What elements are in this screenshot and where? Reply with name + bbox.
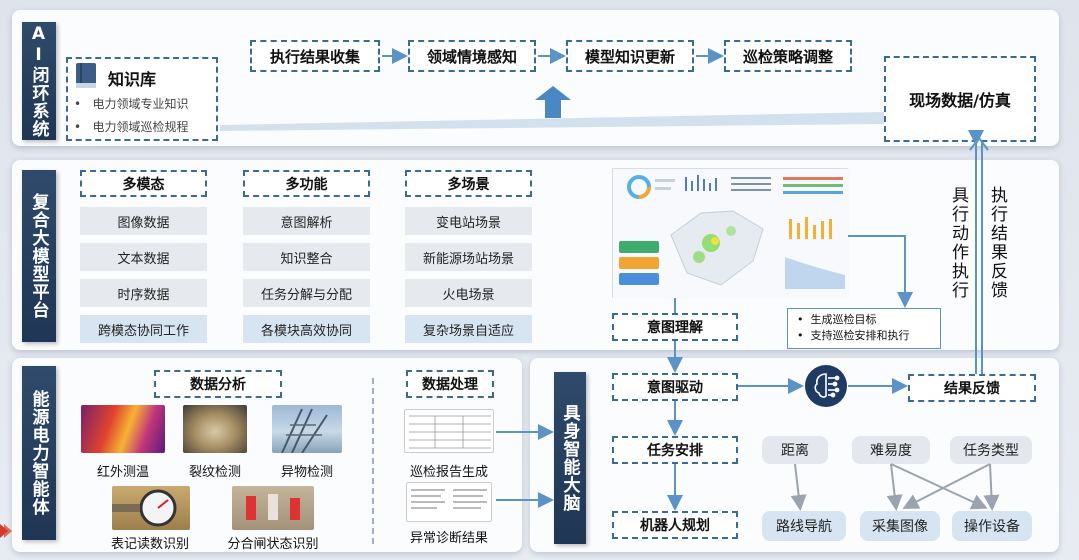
- knowledge-item-2: • 电力领域巡检规程: [74, 120, 189, 134]
- loop-step-update: 模型知识更新: [566, 40, 694, 72]
- execution-feedback-label: 执行结果反馈: [987, 186, 1007, 300]
- execute-action-label: 具行动作执行: [948, 186, 968, 300]
- platform-col3-title: 多场景: [405, 170, 532, 197]
- platform-col2-item2: 知识整合: [243, 243, 370, 271]
- chevron-right-icon: [0, 520, 12, 542]
- goal-item-1-text: 生成巡检目标: [810, 313, 877, 326]
- crack-image: [183, 405, 247, 453]
- field-data-box: 现场数据/仿真: [884, 56, 1036, 142]
- task-plan-box: 任务安排: [612, 436, 738, 464]
- platform-col2-title: 多功能: [243, 170, 370, 197]
- goal-item-2-text: 支持巡检安排和执行: [810, 329, 910, 342]
- report-image: [404, 409, 494, 453]
- goal-item-1: • 生成巡检目标: [797, 313, 877, 326]
- data-processing-title: 数据处理: [406, 370, 494, 398]
- ai-loop-label: AI闭环系统: [22, 22, 56, 140]
- knowledge-item-1-text: 电力领域专业知识: [92, 97, 189, 111]
- platform-col2-item3: 任务分解与分配: [243, 279, 370, 307]
- switch-state-caption: 分合闸状态识别: [227, 537, 319, 552]
- foreign-object-image: [272, 405, 342, 453]
- switch-state-image: [232, 486, 314, 530]
- platform-col3-item2: 新能源场站场景: [405, 243, 532, 271]
- gauge-caption: 表记读数识别: [110, 537, 189, 552]
- factor-distance: 距离: [762, 436, 828, 464]
- knowledge-base-title: 知识库: [108, 70, 157, 89]
- intent-understand-box: 意图理解: [612, 313, 738, 341]
- platform-col2-item1: 意图解析: [243, 207, 370, 235]
- platform-col1-item1: 图像数据: [80, 207, 207, 235]
- loop-step-collect: 执行结果收集: [250, 40, 380, 72]
- report-caption: 巡检报告生成: [409, 465, 488, 480]
- action-operate: 操作设备: [952, 511, 1032, 541]
- knowledge-item-1: • 电力领域专业知识: [74, 97, 189, 111]
- factor-difficulty: 难易度: [852, 436, 930, 464]
- loop-step-perceive: 领域情境感知: [408, 40, 536, 72]
- loop-step-adjust: 巡检策略调整: [724, 40, 852, 72]
- result-feedback-box: 结果反馈: [908, 374, 1036, 402]
- platform-col1-item2: 文本数据: [80, 243, 207, 271]
- platform-col2-item4: 各模块高效协同: [243, 315, 370, 343]
- intent-drive-box: 意图驱动: [612, 373, 738, 401]
- book-icon: [74, 62, 98, 90]
- goal-item-2: • 支持巡检安排和执行: [797, 329, 910, 342]
- brain-label: 具身智能大脑: [554, 372, 586, 544]
- gauge-image: [112, 486, 190, 530]
- factor-task-type: 任务类型: [950, 436, 1032, 464]
- diagnosis-caption: 异常诊断结果: [409, 531, 488, 546]
- platform-label: 复合大模型平台: [22, 170, 56, 342]
- infrared-image: [81, 405, 165, 453]
- action-navigate: 路线导航: [762, 511, 846, 541]
- platform-col3-item1: 变电站场景: [405, 207, 532, 235]
- platform-col1-title: 多模态: [80, 170, 207, 197]
- infrared-caption: 红外测温: [96, 465, 149, 480]
- platform-col1-item3: 时序数据: [80, 279, 207, 307]
- section-divider: [372, 378, 374, 544]
- crack-caption: 裂纹检测: [188, 465, 241, 480]
- knowledge-item-2-text: 电力领域巡检规程: [92, 120, 189, 134]
- ai-brain-icon: [804, 364, 848, 408]
- action-capture: 采集图像: [860, 511, 940, 541]
- platform-col3-item3: 火电场景: [405, 279, 532, 307]
- data-analysis-title: 数据分析: [154, 370, 282, 398]
- platform-col1-item4: 跨模态协同工作: [80, 315, 207, 343]
- dashboard-screenshot: [612, 168, 849, 299]
- foreign-object-caption: 异物检测: [280, 465, 333, 480]
- agent-label: 能源电力智能体: [22, 366, 56, 540]
- goal-box: [787, 308, 941, 349]
- platform-col3-item4: 复杂场景自适应: [405, 315, 532, 343]
- diagnosis-image: [406, 482, 492, 522]
- robot-plan-box: 机器人规划: [612, 511, 738, 539]
